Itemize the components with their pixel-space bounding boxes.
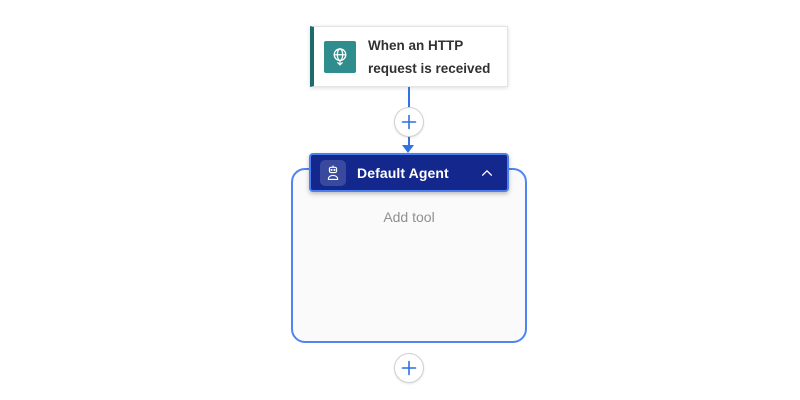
connector-arrow-icon xyxy=(402,145,414,153)
chevron-up-icon xyxy=(481,169,493,176)
plus-icon xyxy=(401,360,417,376)
trigger-title: When an HTTP request is received xyxy=(368,37,491,76)
insert-step-after-agent-button[interactable] xyxy=(394,353,424,383)
trigger-card-http-request[interactable]: When an HTTP request is received xyxy=(310,26,508,87)
collapse-agent-button[interactable] xyxy=(476,162,498,184)
agent-bot-icon xyxy=(320,159,346,186)
add-tool-placeholder: Add tool xyxy=(383,209,435,225)
http-request-globe-icon xyxy=(324,40,356,73)
agent-title: Default Agent xyxy=(357,164,449,181)
agent-scope-container xyxy=(291,168,527,343)
agent-card-default-agent[interactable]: Default Agent xyxy=(309,153,509,192)
insert-step-button[interactable] xyxy=(394,107,424,137)
plus-icon xyxy=(401,114,417,130)
